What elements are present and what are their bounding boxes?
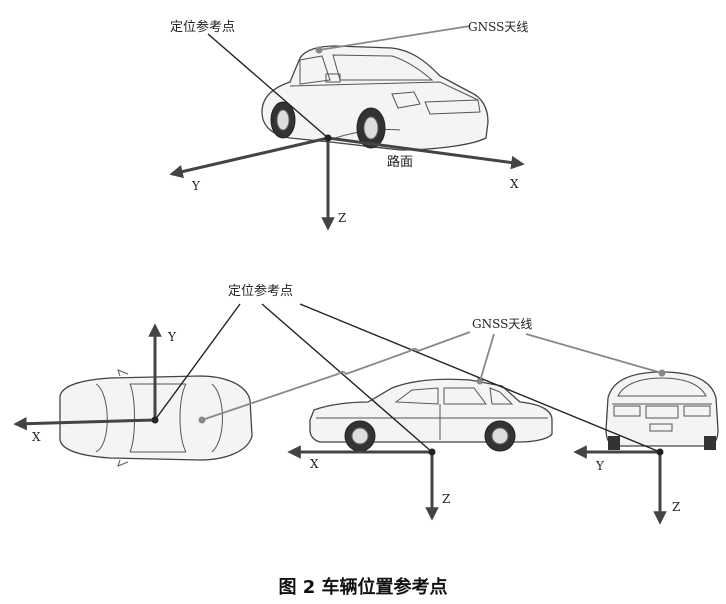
side-axis-z-label: Z <box>442 492 450 506</box>
top-perspective-car <box>261 45 489 151</box>
top-leaders <box>207 25 471 139</box>
top-axis-z-label: Z <box>338 211 346 225</box>
front-axis-z-label: Z <box>672 500 680 514</box>
side-view-car <box>309 378 553 452</box>
top-ref-point-label: 定位参考点 <box>170 19 235 35</box>
top-x-axis <box>327 136 525 170</box>
plan-axis-x-label: X <box>32 430 41 444</box>
top-axis-x-label: X <box>510 177 519 191</box>
front-view-car <box>605 371 719 450</box>
plan-x-axis <box>13 416 156 431</box>
bottom-ref-point-label: 定位参考点 <box>228 283 293 299</box>
top-axis-y-label: Y <box>191 179 201 193</box>
top-road-label: 路面 <box>387 154 413 170</box>
top-y-axis <box>169 136 329 179</box>
front-axis-y-label: Y <box>595 459 605 473</box>
top-gnss-leader <box>318 25 471 51</box>
bottom-gnss-label: GNSS天线 <box>472 317 532 331</box>
figure-caption: 图 2 车辆位置参考点 <box>278 576 447 598</box>
top-gnss-label: GNSS天线 <box>468 20 528 34</box>
plan-axis-y-label: Y <box>167 330 177 344</box>
top-coordinate-axes <box>169 46 525 231</box>
bottom-gnss-leaders <box>201 331 663 421</box>
top-ref-leader <box>207 33 329 139</box>
side-axis-x-label: X <box>310 457 319 471</box>
